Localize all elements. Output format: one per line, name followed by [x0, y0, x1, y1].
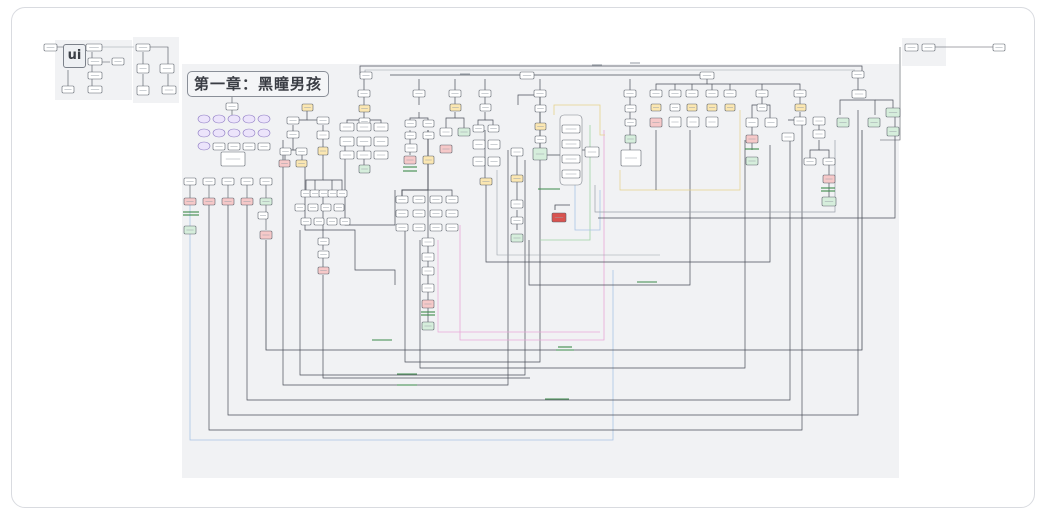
connector-line	[485, 119, 494, 127]
connector-line	[819, 149, 830, 160]
connector-line	[477, 112, 486, 127]
main-canvas-panel	[182, 64, 899, 478]
chapter-title: 第一章：黑瞳男孩	[187, 71, 330, 97]
option-ellipse	[212, 128, 226, 138]
loop-line-blue	[189, 200, 614, 441]
option-ellipse	[257, 114, 271, 124]
top-bus	[359, 65, 863, 75]
connector-line	[554, 204, 570, 210]
loop-line	[419, 140, 746, 369]
ui-logo: ui	[63, 44, 86, 68]
connector-line	[323, 179, 343, 190]
loop-line	[598, 115, 896, 219]
connector-line	[858, 99, 876, 115]
connector-line	[150, 46, 169, 64]
exit-module-panel	[902, 38, 946, 66]
loop-line-green	[540, 125, 591, 241]
option-ellipse	[242, 128, 256, 138]
loop-line-blue	[574, 150, 601, 231]
option-ellipse	[197, 141, 211, 151]
option-ellipse	[227, 128, 241, 138]
connector-line	[875, 99, 894, 110]
connector-line	[809, 140, 820, 160]
loop-line-pink	[459, 130, 605, 341]
option-ellipse	[197, 128, 211, 138]
option-ellipse	[257, 128, 271, 138]
option-ellipse	[242, 114, 256, 124]
connector-line	[455, 117, 465, 128]
loop-line	[282, 140, 509, 386]
connector-line	[707, 83, 801, 90]
option-ellipse	[227, 114, 241, 124]
connector-line	[880, 47, 901, 141]
loop-line	[344, 140, 396, 226]
loop-line	[485, 145, 771, 263]
loop-line-yellow	[553, 104, 605, 136]
top-bus	[364, 69, 855, 72]
connector-line	[305, 155, 324, 190]
loop-line	[496, 170, 660, 256]
connector-line	[445, 112, 456, 128]
option-ellipse	[197, 114, 211, 124]
option-ellipse	[212, 114, 226, 124]
loop-line	[227, 110, 859, 416]
loop-line	[208, 120, 803, 431]
loop-line-pink	[437, 240, 600, 333]
loop-line	[299, 160, 526, 376]
connector-line	[839, 99, 858, 115]
loop-line	[517, 94, 540, 105]
loop-line-yellow	[619, 110, 741, 191]
loop-line	[246, 140, 791, 401]
loop-line	[322, 275, 530, 379]
loop-line	[404, 95, 541, 363]
loop-line	[528, 130, 691, 286]
connector-line	[428, 189, 453, 196]
connector-line	[655, 79, 708, 90]
